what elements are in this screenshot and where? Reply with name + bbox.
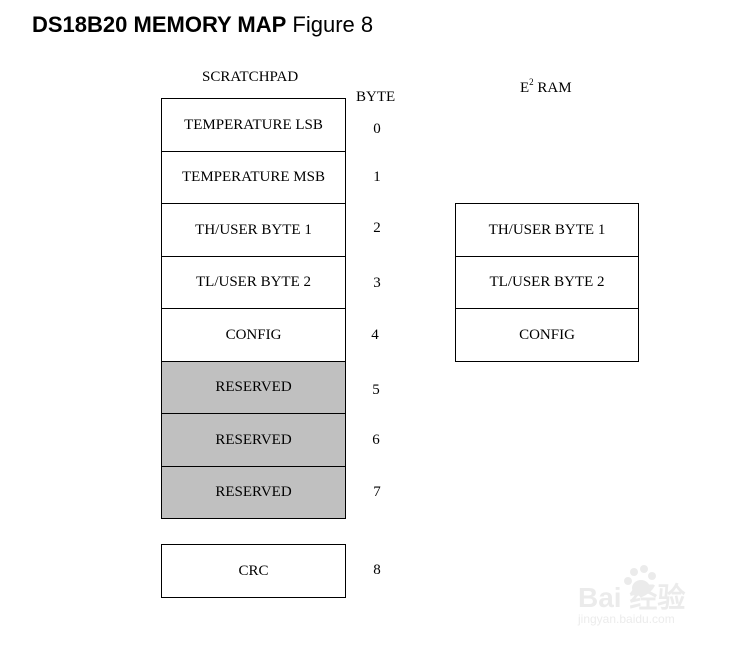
scratchpad-cell-4: CONFIG: [161, 308, 346, 362]
cell-label: CONFIG: [225, 326, 282, 343]
title-figure: Figure 8: [292, 12, 374, 37]
cell-label: TEMPERATURE LSB: [184, 116, 323, 133]
byte-number-0: 0: [373, 121, 381, 137]
eeprom-header-sup: 2: [529, 77, 534, 87]
scratchpad-cell-8: CRC: [161, 544, 346, 598]
cell-label: TH/USER BYTE 1: [195, 221, 312, 238]
cell-label: RESERVED: [215, 431, 292, 448]
paw-icon: [624, 565, 656, 596]
cell-label: TL/USER BYTE 2: [489, 274, 605, 290]
watermark-text: Bai 经验: [578, 582, 686, 613]
eeprom-cell-th: TH/USER BYTE 1: [455, 203, 639, 257]
scratchpad-cell-0: TEMPERATURE LSB: [161, 98, 346, 152]
scratchpad-cell-1: TEMPERATURE MSB: [161, 151, 346, 204]
eeprom-cell-tl: TL/USER BYTE 2: [455, 256, 639, 309]
cell-label: RESERVED: [215, 484, 292, 500]
scratchpad-cell-3: TL/USER BYTE 2: [161, 256, 346, 309]
byte-number-1: 1: [373, 169, 381, 185]
byte-number-7: 7: [373, 484, 381, 500]
watermark-url: jingyan.baidu.com: [578, 612, 675, 626]
eeprom-header-base: E: [520, 80, 530, 96]
byte-number-4: 4: [371, 327, 379, 343]
byte-number-8: 8: [373, 562, 381, 578]
title-bold: DS18B20 MEMORY MAP: [32, 12, 287, 37]
scratchpad-header: SCRATCHPAD: [202, 69, 299, 85]
byte-header: BYTE: [356, 89, 396, 105]
cell-label: TL/USER BYTE 2: [196, 274, 311, 290]
cell-label: CRC: [238, 562, 269, 579]
byte-number-3: 3: [373, 275, 381, 291]
cell-label: CONFIG: [519, 326, 575, 343]
cell-label: RESERVED: [215, 379, 292, 395]
eeprom-cell-config: CONFIG: [455, 308, 639, 362]
scratchpad-cell-7: RESERVED: [161, 466, 346, 519]
byte-number-6: 6: [372, 432, 380, 448]
scratchpad-cell-6: RESERVED: [161, 413, 346, 467]
eeprom-header-rest: RAM: [533, 80, 572, 96]
eeprom-header: E2 RAM: [520, 77, 572, 97]
baidu-watermark: Bai 经验 jingyan.baidu.com: [572, 562, 732, 632]
cell-label: TH/USER BYTE 1: [488, 221, 606, 238]
scratchpad-cell-2: TH/USER BYTE 1: [161, 203, 346, 257]
cell-label: TEMPERATURE MSB: [182, 169, 325, 185]
page-title: DS18B20 MEMORY MAP Figure 8: [32, 12, 373, 38]
scratchpad-cell-5: RESERVED: [161, 361, 346, 414]
byte-number-2: 2: [373, 220, 381, 236]
byte-number-5: 5: [372, 382, 380, 398]
